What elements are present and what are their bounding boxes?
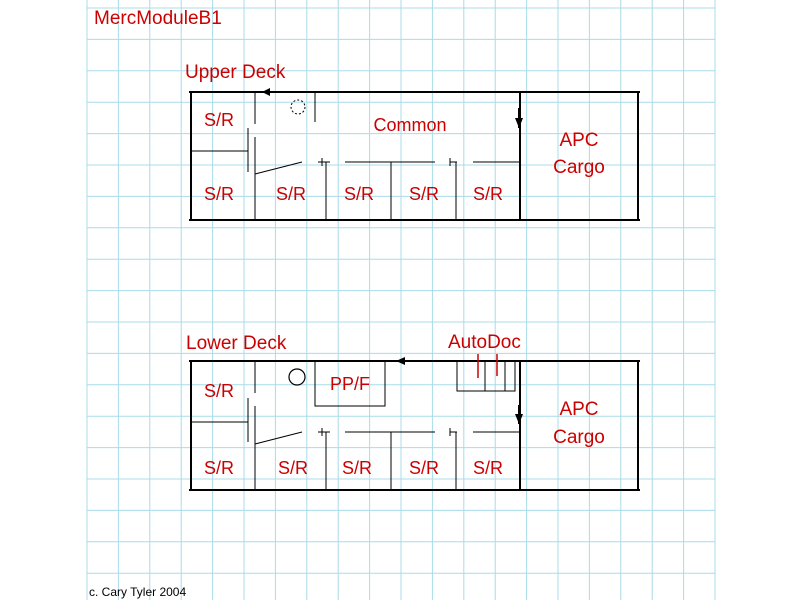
autodoc-pointers	[477, 354, 498, 378]
lower-deck-label: Lower Deck	[186, 333, 287, 354]
grid	[86, 0, 716, 600]
room-label-ppf: PP/F	[330, 374, 370, 394]
room-label-sr: S/R	[204, 458, 234, 478]
room-label-sr: S/R	[344, 184, 374, 204]
upper-deck-label: Upper Deck	[185, 62, 286, 83]
lower-deck: Lower Deck AutoDoc	[186, 332, 640, 491]
lower-deck-walls	[189, 360, 640, 491]
room-label-cargo: Cargo	[553, 427, 605, 448]
autodoc-label: AutoDoc	[448, 332, 521, 353]
door-arrow-icon	[515, 108, 523, 128]
door-arrow-icon	[262, 88, 276, 96]
lower-deck-interior-walls	[191, 360, 520, 490]
room-label-sr: S/R	[278, 458, 308, 478]
room-label-sr: S/R	[276, 184, 306, 204]
hatch-icon	[288, 368, 306, 386]
door-arrow-icon	[396, 357, 416, 365]
room-label-apc: APC	[559, 130, 598, 151]
room-label-cargo: Cargo	[553, 157, 605, 178]
door-arrow-icon	[515, 405, 523, 424]
room-label-sr: S/R	[409, 184, 439, 204]
upper-deck-interior-walls	[191, 92, 520, 220]
room-label-sr: S/R	[204, 381, 234, 401]
room-label-apc: APC	[559, 399, 598, 420]
room-label-common: Common	[373, 115, 446, 135]
room-label-sr: S/R	[473, 458, 503, 478]
hatch-icon	[290, 99, 306, 115]
room-label-sr: S/R	[204, 110, 234, 130]
upper-deck: Upper Deck	[185, 62, 640, 221]
diagram-title: MercModuleB1	[94, 8, 222, 29]
room-label-sr: S/R	[473, 184, 503, 204]
autodoc-beds	[484, 361, 506, 391]
room-label-sr: S/R	[204, 184, 234, 204]
copyright-text: c. Cary Tyler 2004	[89, 585, 186, 599]
room-label-sr: S/R	[342, 458, 372, 478]
room-label-sr: S/R	[409, 458, 439, 478]
